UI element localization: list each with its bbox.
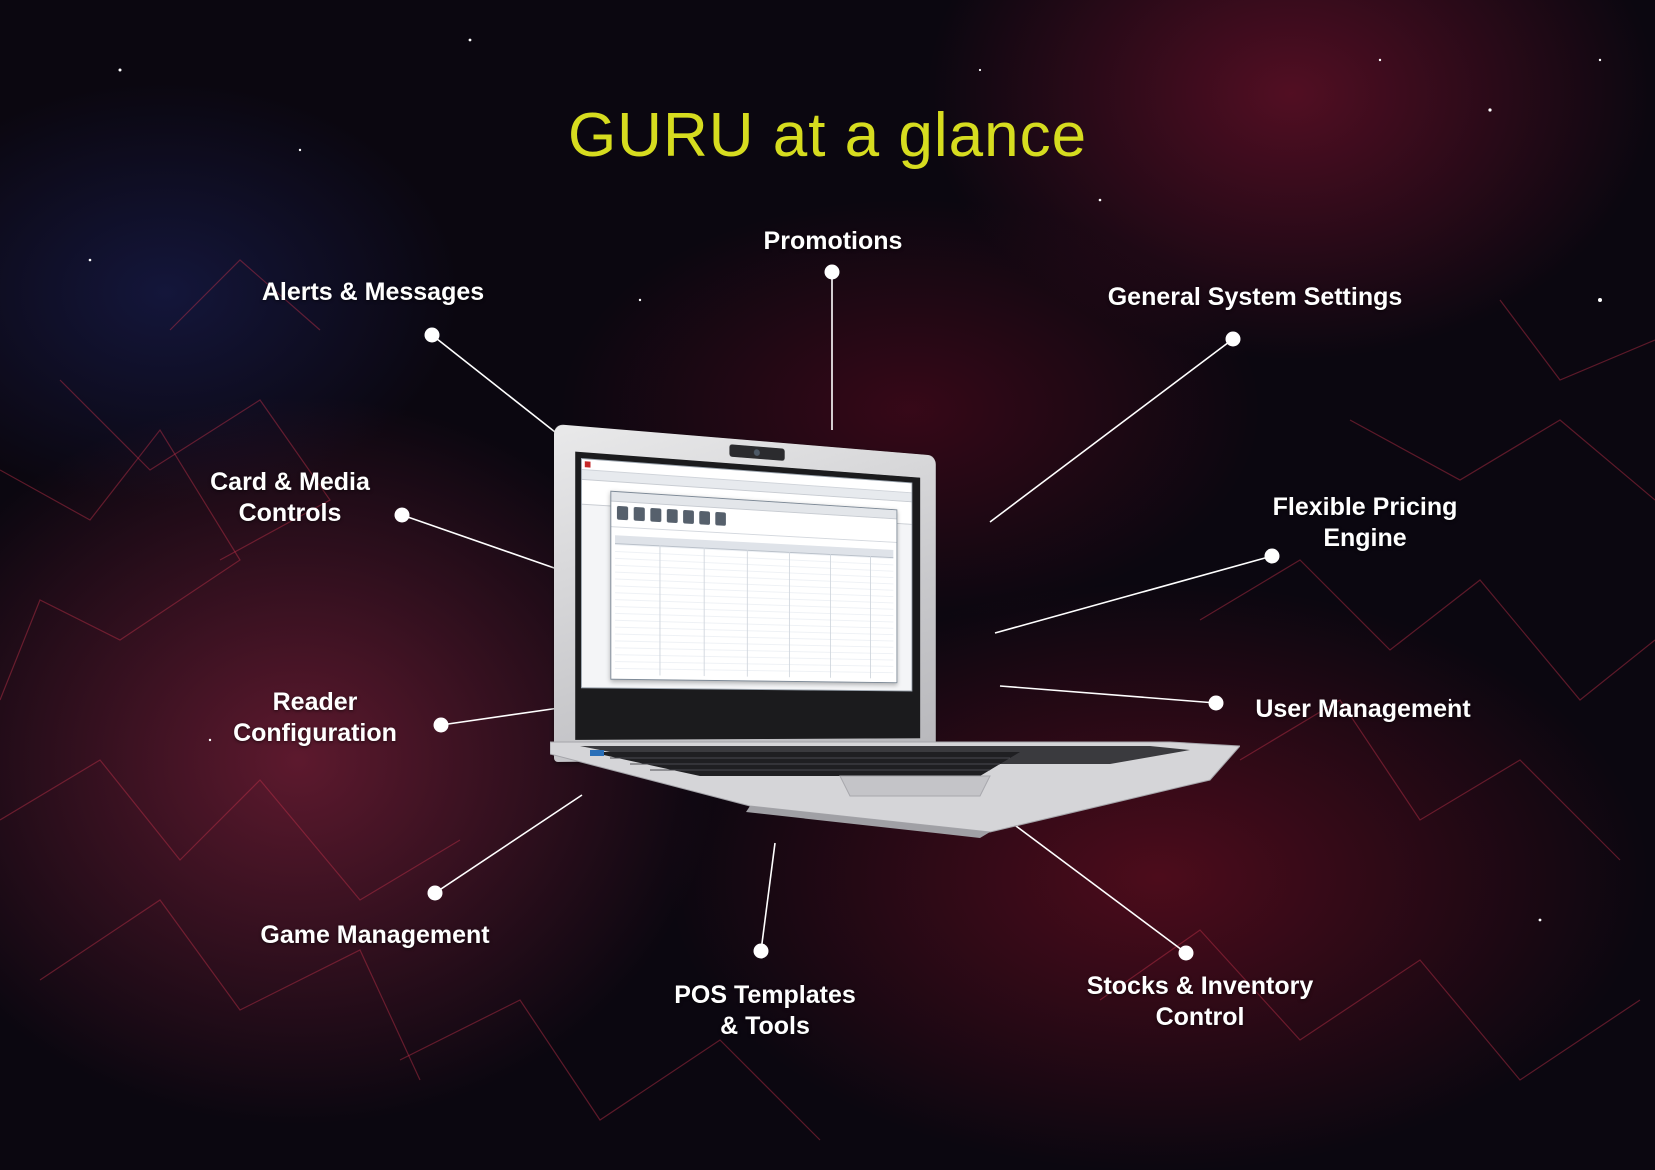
feature-label-line: Configuration — [233, 719, 397, 747]
products-data-grid — [615, 535, 894, 679]
print-icon — [715, 511, 726, 526]
feature-alerts-messages: Alerts & Messages — [233, 277, 513, 308]
webcam-icon — [729, 444, 785, 461]
feature-promotions: Promotions — [733, 226, 933, 257]
laptop-illustration — [550, 424, 1240, 854]
feature-label-line: Controls — [238, 499, 342, 527]
feature-label-line: Control — [1155, 1003, 1245, 1031]
feature-flexible-pricing-engine: Flexible Pricing Engine — [1245, 492, 1485, 554]
feature-game-management: Game Management — [225, 920, 525, 951]
laptop-keyboard-base — [550, 741, 1240, 838]
feature-label-line: POS Templates — [674, 981, 856, 1009]
feature-label-line: Card & Media — [210, 468, 370, 496]
feature-general-system-settings: General System Settings — [1085, 282, 1425, 313]
laptop-screen — [575, 451, 921, 740]
feature-label-line: Promotions — [763, 227, 903, 255]
laptop-lid — [554, 424, 936, 762]
feature-user-management: User Management — [1228, 694, 1498, 725]
feature-label-line: Stocks & Inventory — [1086, 972, 1314, 1000]
feature-label-line: Alerts & Messages — [261, 278, 485, 306]
feature-label-line: Game Management — [260, 921, 490, 949]
view-icon — [633, 506, 645, 522]
feature-label-line: Engine — [1323, 524, 1407, 552]
app-window — [580, 457, 913, 692]
feature-pos-templates-tools: POS Templates & Tools — [650, 980, 880, 1042]
search-icon — [666, 508, 678, 524]
feature-label-line: Reader — [272, 688, 358, 716]
filter-icon — [683, 509, 694, 525]
feature-card-media-controls: Card & Media Controls — [185, 467, 395, 529]
feature-label-line: Flexible Pricing — [1272, 493, 1458, 521]
feature-label-line: General System Settings — [1107, 283, 1403, 311]
close-icon — [616, 505, 629, 521]
page-title: GURU at a glance — [567, 101, 1088, 170]
products-dialog — [610, 490, 898, 684]
feature-stocks-inventory-control: Stocks & Inventory Control — [1060, 971, 1340, 1033]
feature-reader-configuration: Reader Configuration — [205, 687, 425, 749]
feature-label-line: User Management — [1255, 695, 1471, 723]
feature-label-line: & Tools — [720, 1012, 810, 1040]
add-icon — [650, 507, 662, 523]
export-icon — [699, 510, 710, 525]
